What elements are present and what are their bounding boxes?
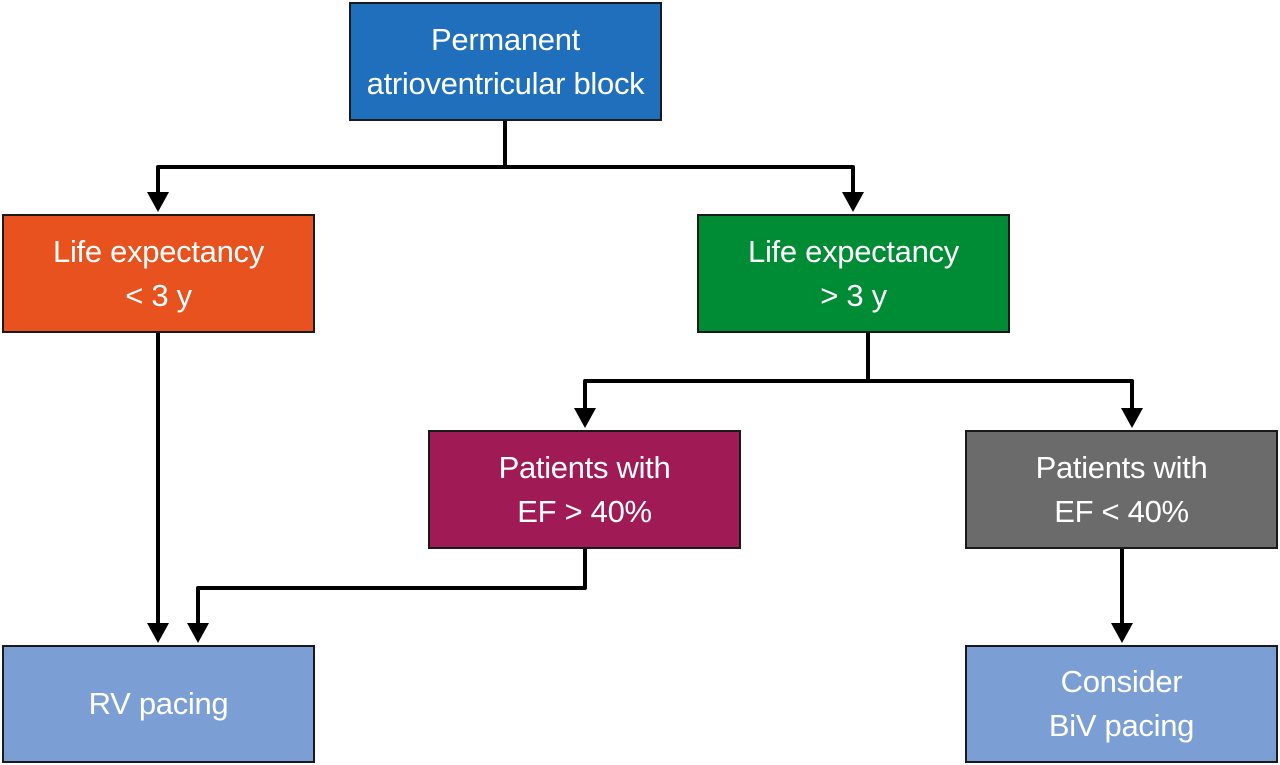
- node-ef-above-40: Patients with EF > 40%: [428, 430, 741, 549]
- arrowhead: [147, 192, 169, 212]
- connector-root-to-short: [147, 121, 507, 212]
- node-long-line-2: > 3 y: [820, 277, 887, 313]
- connector-long-to-efhi: [574, 333, 870, 428]
- node-permanent-av-block: Permanent atrioventricular block: [349, 2, 662, 121]
- arrowhead: [574, 408, 596, 428]
- connector-line: [583, 333, 870, 410]
- node-ef-below-40: Patients with EF < 40%: [965, 430, 1278, 549]
- node-eflo-line-2: EF < 40%: [1054, 493, 1189, 529]
- connector-line: [866, 333, 1134, 410]
- connector-eflo-to-biv: [1111, 549, 1133, 643]
- connector-long-to-eflo: [866, 333, 1143, 428]
- node-biv-line-2: BiV pacing: [1048, 708, 1195, 743]
- node-efhi-line-1: Patients with: [498, 449, 671, 485]
- arrowhead: [1111, 623, 1133, 643]
- connector-line: [156, 121, 507, 194]
- node-short-line-1: Life expectancy: [53, 233, 264, 269]
- arrowhead: [147, 623, 169, 643]
- connector-line: [196, 549, 587, 625]
- arrowhead: [842, 192, 864, 212]
- node-long-line-1: Life expectancy: [748, 233, 959, 269]
- connector-short-to-rv: [147, 333, 169, 643]
- connector-line: [503, 121, 855, 194]
- node-root-line-1: Permanent: [431, 21, 580, 57]
- node-root-line-2: atrioventricular block: [366, 65, 645, 101]
- node-eflo-line-1: Patients with: [1035, 449, 1208, 485]
- arrowhead: [187, 623, 209, 643]
- node-rv-pacing: RV pacing: [2, 645, 315, 763]
- node-short-line-2: < 3 y: [125, 277, 192, 313]
- node-rv-line-1: RV pacing: [88, 686, 229, 721]
- node-biv-pacing: Consider BiV pacing: [965, 645, 1278, 763]
- node-life-expectancy-long: Life expectancy > 3 y: [697, 214, 1010, 333]
- connector-efhi-to-rv: [187, 549, 587, 643]
- connector-root-to-long: [503, 121, 864, 212]
- node-efhi-line-2: EF > 40%: [517, 493, 652, 529]
- node-biv-line-1: Consider: [1060, 664, 1183, 699]
- arrowhead: [1121, 408, 1143, 428]
- node-life-expectancy-short: Life expectancy < 3 y: [2, 214, 315, 333]
